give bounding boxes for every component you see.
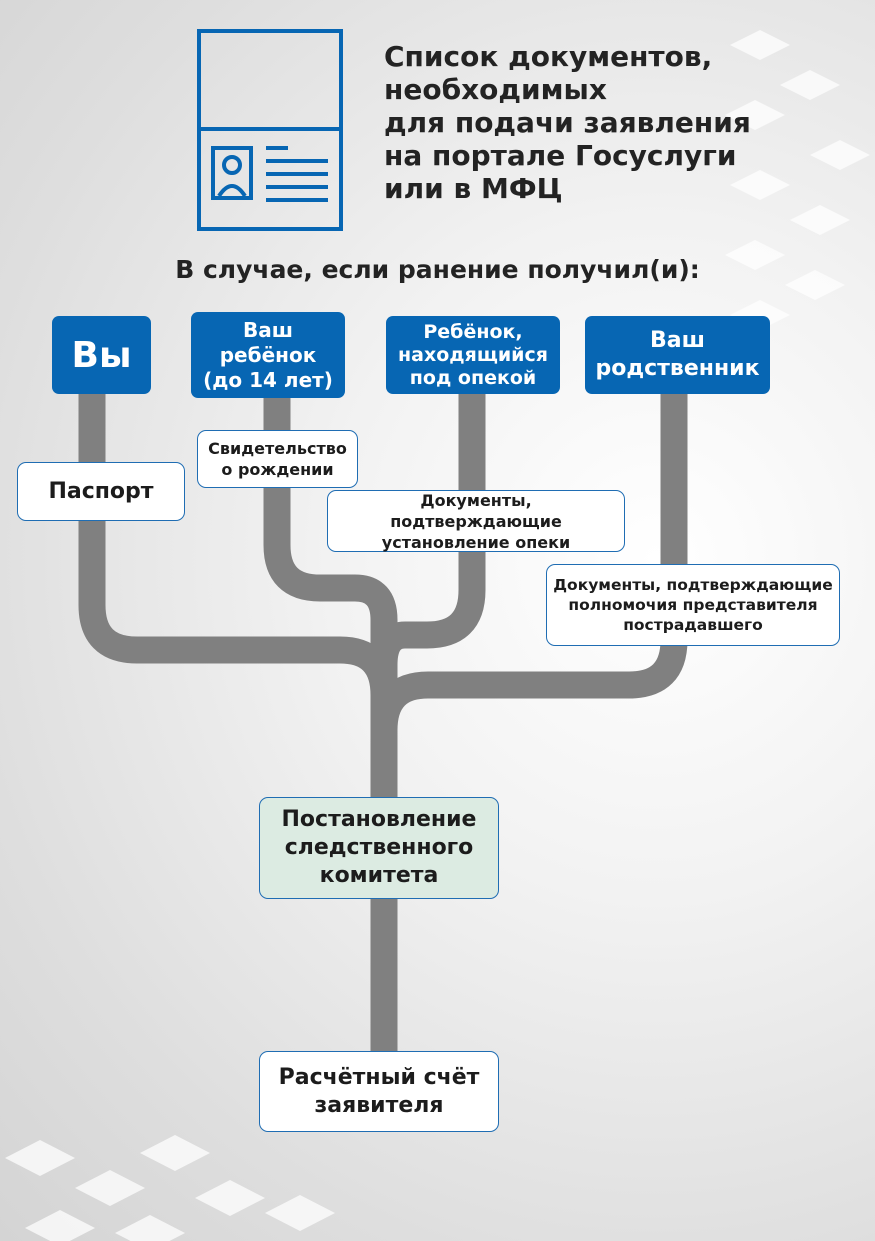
recipient-you: Вы [52, 316, 151, 394]
recipient-relative: Ваш родственник [585, 316, 770, 394]
recipient-child: Ваш ребёнок (до 14 лет) [191, 312, 345, 398]
doc-passport: Паспорт [17, 462, 185, 521]
title-line: для подачи заявления [384, 106, 751, 139]
doc-representative: Документы, подтверждающие полномочия пре… [546, 564, 840, 646]
branch-child [263, 396, 398, 695]
title-text: на портале [384, 139, 575, 172]
title-line: необходимых [384, 73, 607, 106]
title-line: на портале Госуслуги [384, 139, 844, 172]
doc-investigation-decision: Постановление следственного комитета [259, 797, 499, 899]
title-line: или в МФЦ [384, 172, 563, 205]
subtitle: В случае, если ранение получил(и): [175, 255, 700, 284]
document-id-card-icon [197, 29, 343, 231]
doc-bank-account: Расчётный счёт заявителя [259, 1051, 499, 1132]
gosuslugi-text: Госуслуги [574, 139, 737, 172]
page-title: Список документов, необходимых для подач… [384, 40, 844, 205]
recipient-ward: Ребёнок, находящийся под опекой [386, 316, 560, 394]
title-line: Список документов, [384, 40, 713, 73]
doc-custody: Документы, подтверждающие установление о… [327, 490, 625, 552]
branch-relative [370, 392, 688, 731]
doc-birth-certificate: Свидетельство о рождении [197, 430, 358, 488]
